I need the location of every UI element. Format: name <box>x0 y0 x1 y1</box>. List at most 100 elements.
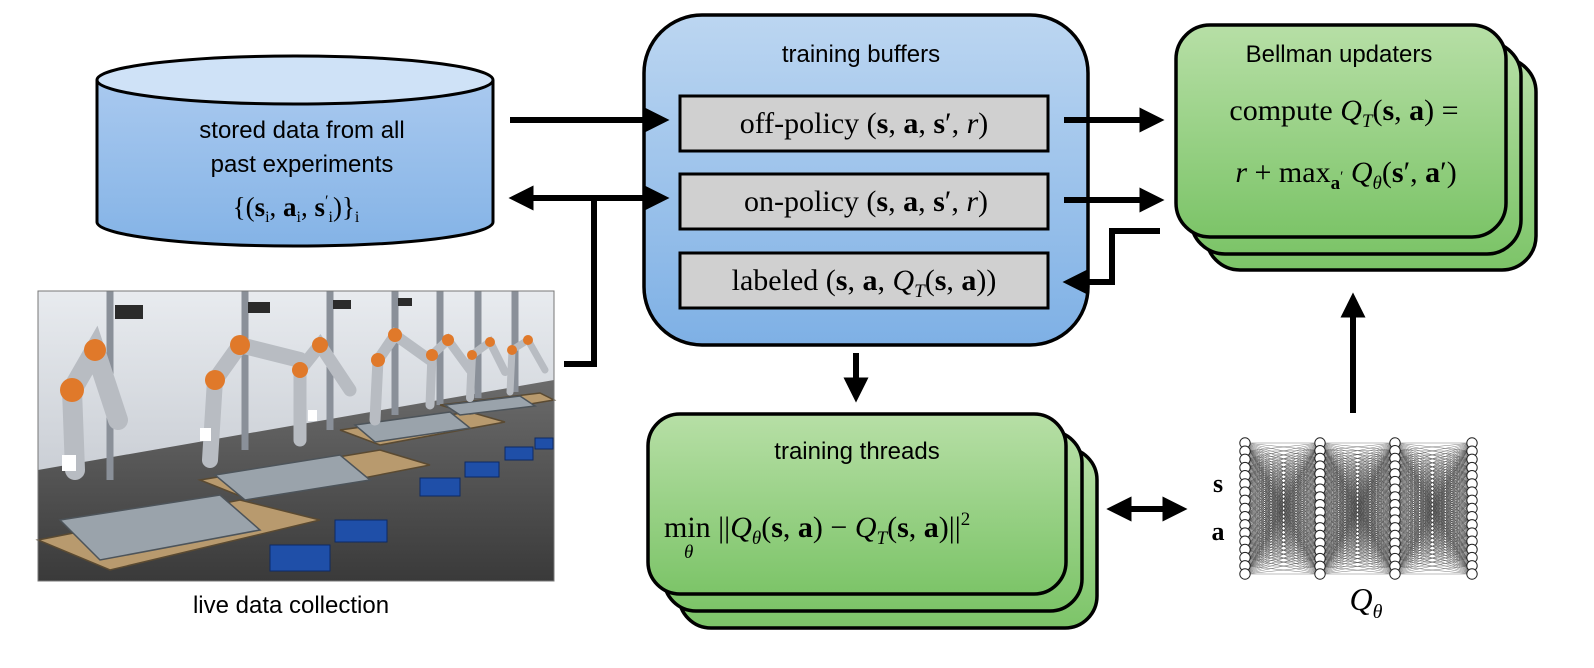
network-edge <box>1244 527 1321 566</box>
network-edge <box>1394 459 1473 482</box>
network-edge <box>1394 512 1473 542</box>
network-edge <box>1394 458 1473 501</box>
network-edge <box>1244 516 1321 544</box>
network-edge <box>1244 473 1321 493</box>
buffers-title: training buffers <box>782 41 940 68</box>
network-node <box>1466 568 1478 580</box>
network-edge <box>1394 512 1473 517</box>
network-edge <box>1244 500 1321 559</box>
network-edge <box>1394 504 1473 534</box>
network-edge <box>1319 466 1396 575</box>
network-edge <box>1244 516 1321 528</box>
network-edge <box>1319 558 1396 575</box>
network-edge <box>1244 467 1321 536</box>
network-edge <box>1244 535 1321 550</box>
network-edge <box>1319 496 1396 575</box>
network-edge <box>1244 516 1321 559</box>
network-edge <box>1394 458 1473 468</box>
network-edge <box>1244 458 1321 476</box>
network-edge <box>1244 489 1321 501</box>
network-edge <box>1244 491 1321 536</box>
network-edge <box>1394 473 1473 493</box>
network-edge <box>1394 500 1473 536</box>
network-edge <box>1244 442 1321 501</box>
network-edge <box>1394 451 1473 482</box>
network-edge <box>1394 489 1473 542</box>
network-edge <box>1244 519 1321 526</box>
network-edge <box>1394 458 1473 509</box>
training-threads-stack: training threads min ||Qθ(s, a) − QT(s, … <box>646 412 1099 630</box>
network-edge <box>1244 442 1321 550</box>
network-edge <box>1244 549 1321 559</box>
network-edge <box>1394 508 1473 536</box>
network-edge <box>1394 500 1473 552</box>
threads-objective: min ||Qθ(s, a) − QT(s, a)||2 <box>664 509 970 549</box>
network-edge <box>1394 541 1473 552</box>
network-edge <box>1244 516 1321 536</box>
network-edge <box>1394 442 1473 536</box>
network-edge <box>1394 512 1473 534</box>
network-edge <box>1244 512 1321 517</box>
network-edge <box>1244 481 1321 534</box>
network-edge <box>1244 475 1321 552</box>
arrows <box>508 107 1366 522</box>
network-edge <box>1394 504 1473 526</box>
network-edge <box>1244 442 1321 558</box>
network-edge <box>1244 489 1321 509</box>
network-edge <box>1394 527 1473 534</box>
network-edge <box>1394 508 1473 559</box>
network-edge <box>1244 519 1321 534</box>
network-edge <box>1244 475 1321 505</box>
threads-min-subscript: θ <box>684 542 693 563</box>
network-edge <box>1244 504 1321 517</box>
network-edge <box>1319 473 1396 575</box>
network-edge <box>1394 481 1473 509</box>
network-edge <box>1244 475 1321 490</box>
network-edge <box>1244 508 1321 521</box>
network-edge <box>1394 549 1473 575</box>
network-edge <box>1244 483 1321 559</box>
network-edge <box>1394 491 1473 536</box>
network-edge <box>1394 483 1473 521</box>
network-edge <box>1394 541 1473 544</box>
network-edge <box>1244 500 1321 521</box>
network-edge <box>1394 465 1473 534</box>
network-edge <box>1394 491 1473 544</box>
network-edge <box>1244 442 1321 525</box>
network-edge <box>1244 512 1321 575</box>
network-edge <box>1244 467 1321 528</box>
network-edge <box>1394 467 1473 521</box>
network-edge <box>1244 558 1321 566</box>
network-edge <box>1244 442 1321 517</box>
network-edge <box>1394 465 1473 493</box>
network-edge <box>1319 458 1396 575</box>
network-edge <box>1394 467 1473 513</box>
network-edge <box>1394 481 1473 485</box>
network-edge <box>1244 512 1321 566</box>
network-edge <box>1394 516 1473 552</box>
storage-tuple-formula: {(si, ai, s′i)}i <box>233 192 360 226</box>
network-edge <box>1394 489 1473 501</box>
network-edge <box>1244 496 1321 501</box>
network-edge <box>1394 516 1473 544</box>
network-edge <box>1319 442 1396 544</box>
network-edge <box>1394 541 1473 575</box>
network-edge <box>1394 442 1473 551</box>
network-edge <box>1319 442 1396 505</box>
network-edge <box>1394 467 1473 505</box>
network-edge <box>1244 489 1321 517</box>
network-edge <box>1394 459 1473 467</box>
network-edge <box>1244 442 1321 451</box>
on-policy-label: on-policy (s, a, s′, r) <box>744 185 988 218</box>
network-edge <box>1394 489 1473 509</box>
labeled-label: labeled (s, a, QT(s, a)) <box>732 264 997 302</box>
network-edge <box>1244 532 1321 552</box>
network-edge <box>1394 481 1473 493</box>
network-edge <box>1244 550 1321 566</box>
network-edge <box>1244 549 1321 552</box>
on-policy-buffer <box>678 172 1050 231</box>
network-edge <box>1244 450 1321 476</box>
network-edge <box>1394 504 1473 542</box>
network-edge <box>1244 508 1321 559</box>
network-edge <box>1244 512 1321 534</box>
